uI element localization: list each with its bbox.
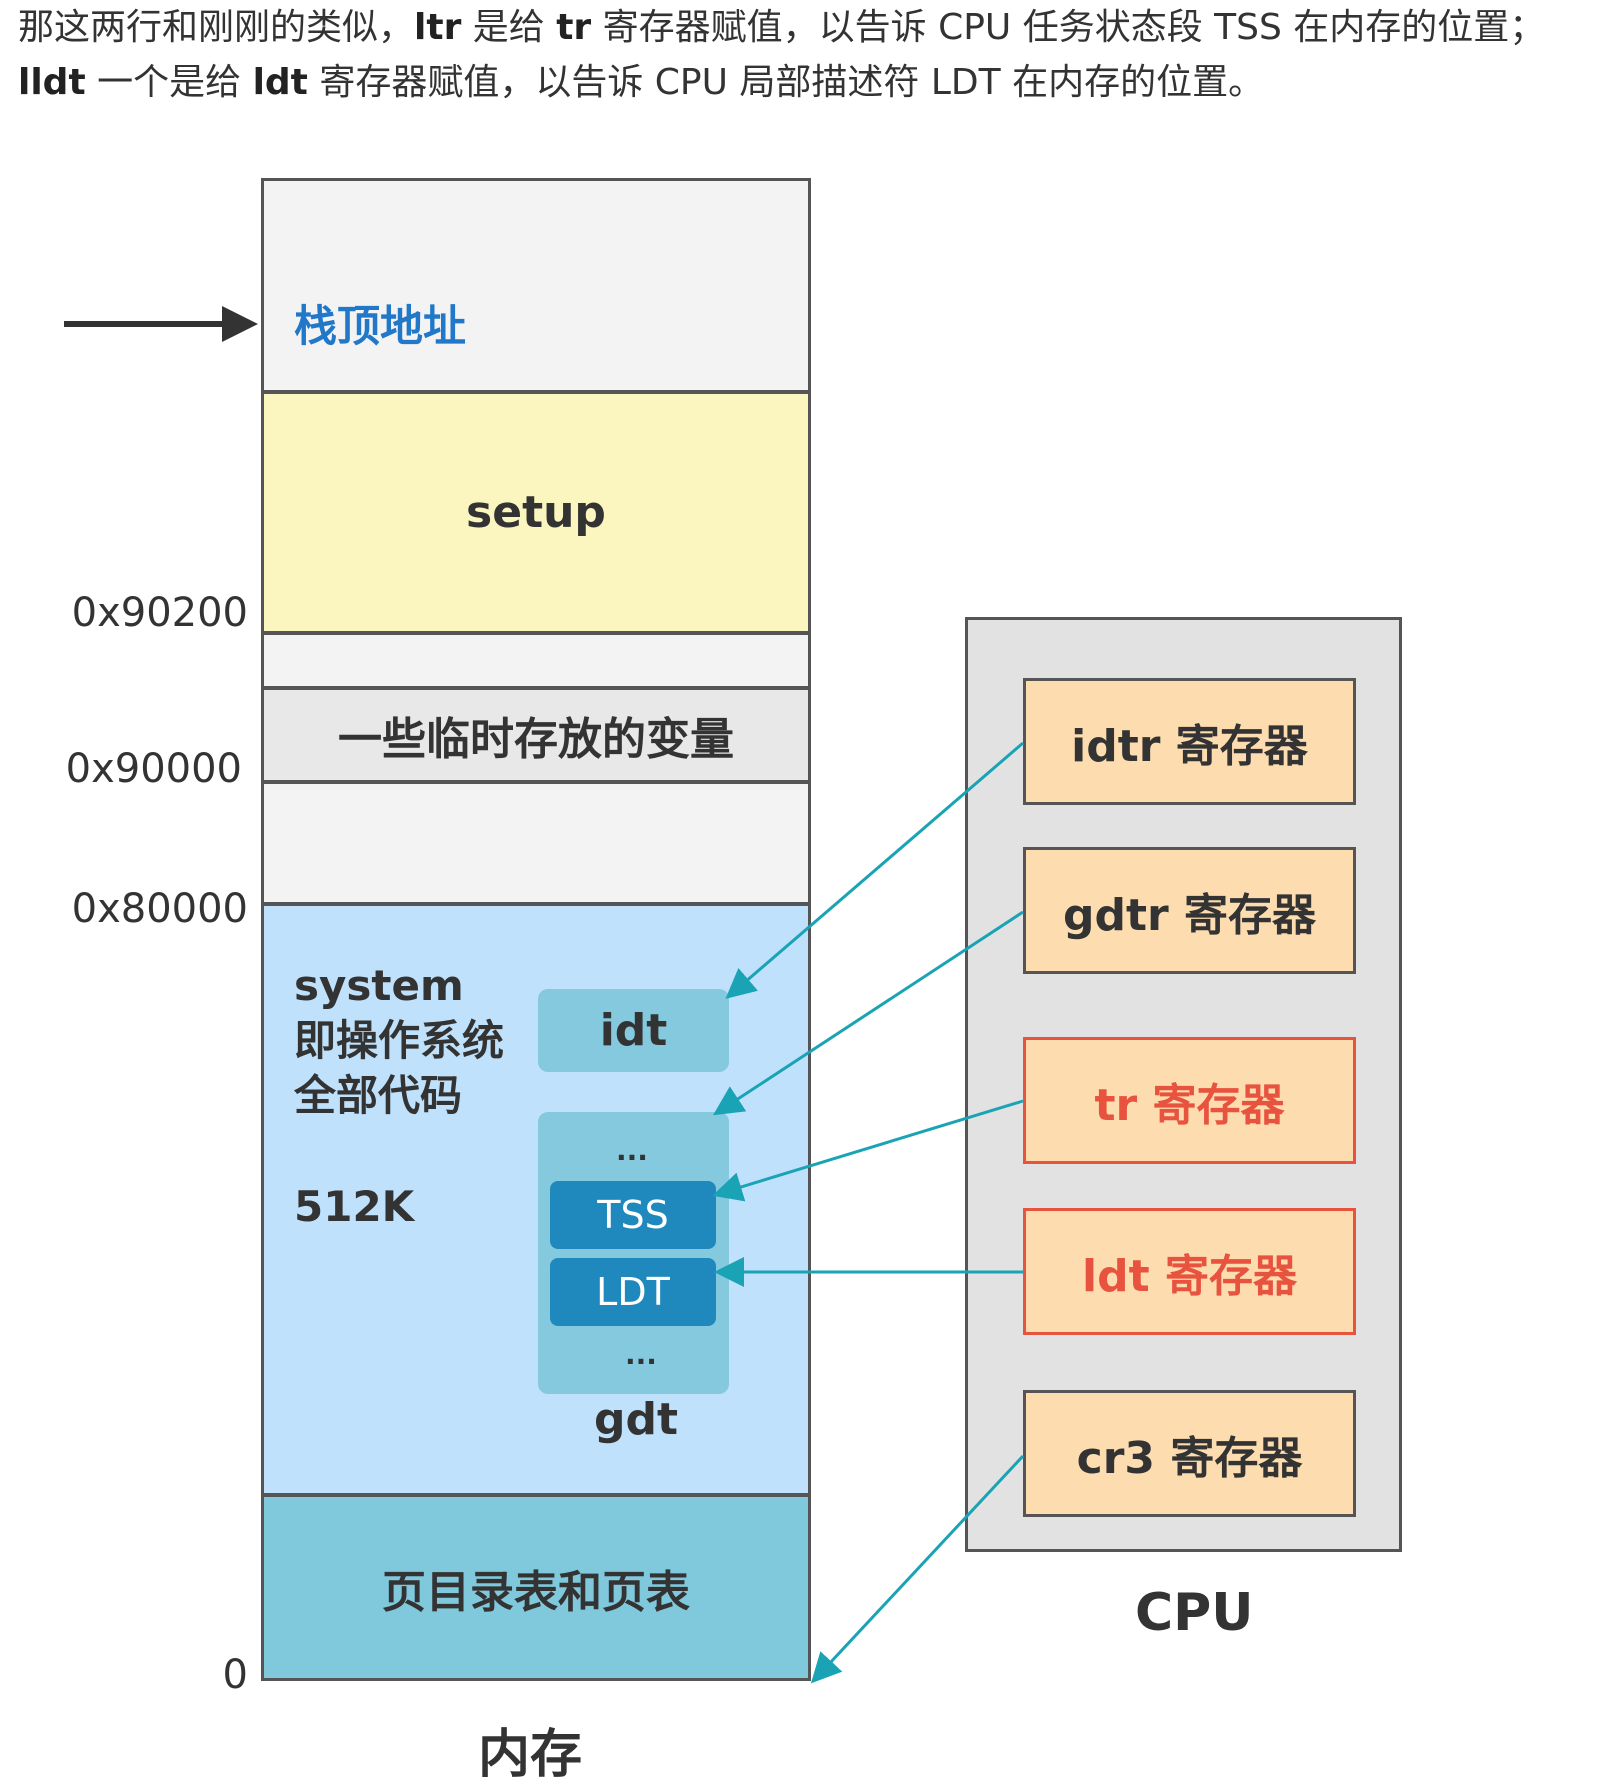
- stack-top-label: 栈顶地址: [294, 302, 466, 352]
- memory-page-table-region: 页目录表和页表: [261, 1494, 811, 1681]
- idtr-register: idtr 寄存器: [1023, 678, 1356, 805]
- cr3-register-label: cr3 寄存器: [1076, 1432, 1303, 1484]
- address-0x90000: 0x90000: [65, 746, 242, 792]
- intro-text-1: 那这两行和刚刚的类似，: [18, 7, 415, 48]
- cpu-caption: CPU: [1135, 1583, 1254, 1643]
- gdtr-to-gdt-arrow: [712, 910, 1024, 1116]
- memory-setup-region: setup: [261, 391, 811, 634]
- intro-lldt-keyword: lldt: [18, 62, 86, 103]
- intro-text-3: 寄存器赋值，以告诉 CPU 任务状态段 TSS 在内存的位置；: [591, 7, 1546, 48]
- gdt-table: ... ...: [538, 1112, 729, 1394]
- setup-label: setup: [466, 487, 606, 538]
- tr-register-label: tr 寄存器: [1094, 1079, 1285, 1131]
- temp-vars-label: 一些临时存放的变量: [338, 714, 734, 765]
- address-0x80000: 0x80000: [71, 886, 248, 932]
- idt-table: idt: [538, 989, 729, 1072]
- gdt-dots-top: ...: [616, 1134, 648, 1167]
- intro-tr-keyword: tr: [556, 7, 592, 48]
- system-label-line3: 全部代码: [294, 1071, 463, 1120]
- idtr-to-idt-arrow: [725, 741, 1024, 999]
- cr3-to-page-table-arrow: [810, 1454, 1025, 1684]
- tss-entry: TSS: [550, 1181, 716, 1249]
- tr-register: tr 寄存器: [1023, 1037, 1356, 1164]
- system-label: system 即操作系统 全部代码: [294, 958, 504, 1123]
- tss-label: TSS: [597, 1193, 669, 1237]
- gdtr-register: gdtr 寄存器: [1023, 847, 1356, 974]
- address-0: 0: [222, 1652, 248, 1698]
- intro-text-5: 寄存器赋值，以告诉 CPU 局部描述符 LDT 在内存的位置。: [307, 62, 1265, 103]
- ldt-register: ldt 寄存器: [1023, 1208, 1356, 1335]
- gdt-dots-bottom: ...: [625, 1338, 657, 1371]
- system-label-line2: 即操作系统: [294, 1016, 505, 1065]
- system-size-label: 512K: [294, 1182, 415, 1231]
- ldt-label: LDT: [596, 1270, 670, 1314]
- intro-ldt-keyword: ldt: [252, 62, 308, 103]
- intro-text-4: 一个是给: [85, 62, 253, 103]
- ldt-entry: LDT: [550, 1258, 716, 1326]
- cr3-register: cr3 寄存器: [1023, 1390, 1356, 1517]
- idt-label: idt: [599, 1005, 668, 1056]
- memory-free-region: [261, 781, 811, 905]
- memory-temp-vars-region: 一些临时存放的变量: [261, 687, 811, 783]
- system-label-line1: system: [294, 961, 464, 1010]
- intro-ltr-keyword: ltr: [414, 7, 462, 48]
- intro-paragraph: 那这两行和刚刚的类似，ltr 是给 tr 寄存器赋值，以告诉 CPU 任务状态段…: [18, 0, 1578, 110]
- memory-caption: 内存: [478, 1725, 583, 1785]
- ldt-register-label: ldt 寄存器: [1082, 1250, 1297, 1302]
- idtr-register-label: idtr 寄存器: [1071, 720, 1308, 772]
- tr-to-tss-arrow: [712, 1099, 1024, 1202]
- address-0x90200: 0x90200: [71, 590, 248, 636]
- intro-text-2: 是给: [461, 7, 557, 48]
- gdt-label: gdt: [594, 1394, 679, 1445]
- page-tables-label: 页目录表和页表: [382, 1566, 690, 1618]
- memory-stack-region: 栈顶地址: [261, 178, 811, 393]
- gdtr-register-label: gdtr 寄存器: [1062, 889, 1317, 941]
